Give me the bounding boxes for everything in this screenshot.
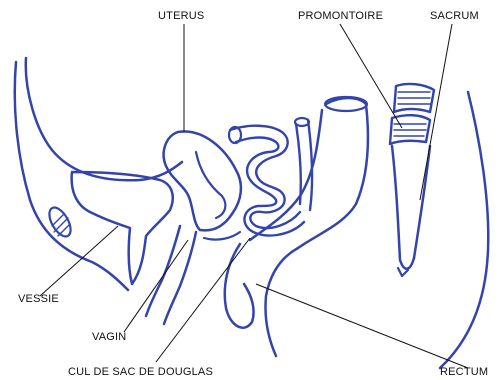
uterus-shape (164, 132, 241, 231)
label-vagin: VAGIN (92, 331, 126, 343)
bladder-shape (45, 172, 173, 284)
sacrum-shape (390, 84, 434, 276)
label-uterus: UTERUS (158, 10, 204, 22)
label-promontoire: PROMONTOIRE (298, 10, 383, 22)
abdominal-wall-outline (15, 58, 182, 290)
diagram-labels: UTERUS PROMONTOIRE SACRUM VESSIE VAGIN C… (18, 10, 488, 378)
label-rectum: RECTUM (440, 366, 488, 378)
label-cul-de-sac: CUL DE SAC DE DOUGLAS (68, 366, 213, 378)
intestine-loops (229, 118, 312, 236)
back-outline (440, 92, 488, 368)
label-sacrum: SACRUM (430, 10, 479, 22)
label-vessie: VESSIE (18, 293, 59, 305)
